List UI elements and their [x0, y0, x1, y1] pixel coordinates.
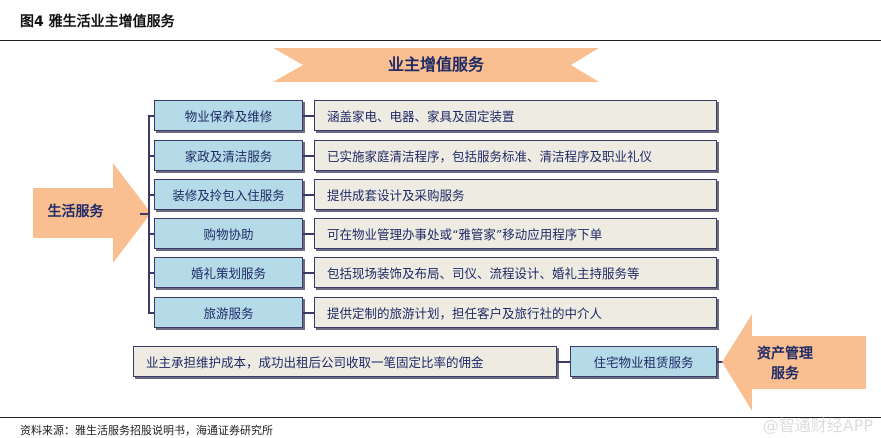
service-desc: 包括现场装饰及布局、司仪、流程设计、婚礼主持服务等 — [314, 257, 717, 288]
connector — [148, 155, 154, 157]
connector — [303, 312, 314, 314]
connector — [303, 233, 314, 235]
service-name: 旅游服务 — [154, 297, 303, 328]
asset-label-line2: 服务 — [771, 366, 799, 382]
life-services-label: 生活服务 — [47, 204, 104, 220]
connector — [148, 272, 154, 274]
connector — [148, 194, 154, 196]
connector — [303, 272, 314, 274]
banner-title: 业主增值服务 — [387, 55, 484, 74]
asset-label-line1: 资产管理 — [757, 346, 813, 362]
connector — [148, 312, 154, 314]
connector — [148, 233, 154, 235]
connector — [557, 361, 570, 363]
watermark: @智通财经APP — [762, 416, 873, 435]
asset-services-arrow — [722, 314, 866, 411]
connector — [303, 155, 314, 157]
figure-title: 图4 雅生活业主增值服务 — [20, 14, 175, 30]
service-name: 家政及清洁服务 — [154, 140, 303, 171]
service-name: 装修及拎包入住服务 — [154, 179, 303, 210]
top-rule — [0, 40, 881, 41]
connector — [717, 361, 725, 363]
service-name: 购物协助 — [154, 218, 303, 249]
service-name: 婚礼策划服务 — [154, 257, 303, 288]
connector — [148, 115, 154, 117]
bottom-rule — [0, 417, 881, 418]
connector — [303, 194, 314, 196]
service-desc: 涵盖家电、电器、家具及固定装置 — [314, 100, 717, 131]
rental-service: 住宅物业租赁服务 — [570, 346, 717, 377]
service-desc: 提供定制的旅游计划，担任客户及旅行社的中介人 — [314, 297, 717, 328]
life-services-arrow — [33, 163, 151, 263]
service-desc: 可在物业管理办事处或“雅管家”移动应用程序下单 — [314, 218, 717, 249]
connector-stub — [140, 213, 149, 215]
service-desc: 已实施家庭清洁程序，包括服务标准、清洁程序及职业礼仪 — [314, 140, 717, 171]
service-desc: 提供成套设计及采购服务 — [314, 179, 717, 210]
banner-shape — [273, 48, 599, 82]
rental-desc: 业主承担维护成本，成功出租后公司收取一笔固定比率的佣金 — [133, 346, 557, 377]
asset-services-label: 资产管理 服务 — [752, 344, 818, 384]
source-note: 资料来源：雅生活服务招股说明书，海通证券研究所 — [20, 424, 273, 437]
service-name: 物业保养及维修 — [154, 100, 303, 131]
connector — [303, 115, 314, 117]
